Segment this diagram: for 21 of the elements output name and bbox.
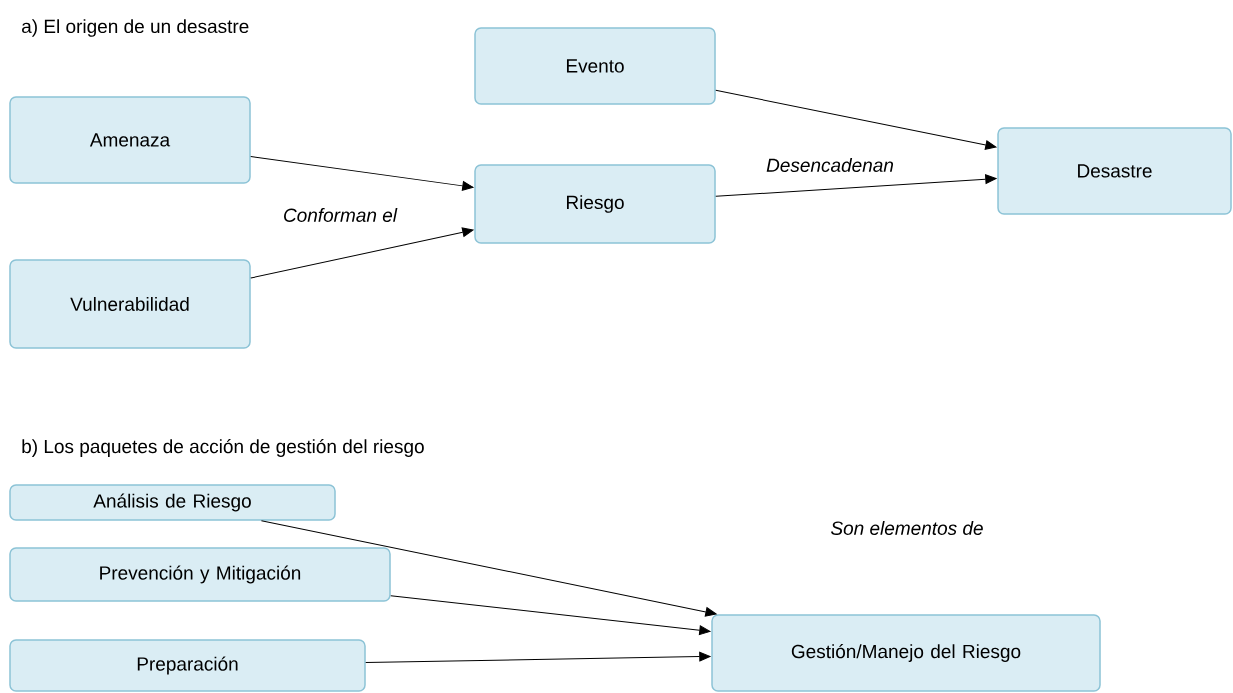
section-heading: b) Los paquetes de acción de gestión del riesgo xyxy=(22,439,424,457)
process-box: Evento xyxy=(474,27,716,105)
arrow xyxy=(250,227,474,279)
section-heading: a) El origen de un desastre xyxy=(22,19,249,37)
annotation-text: Conforman el xyxy=(284,208,398,222)
process-box: Preparación xyxy=(9,639,366,692)
arrow xyxy=(250,156,474,191)
arrow xyxy=(365,651,711,663)
arrow xyxy=(260,520,717,617)
arrow xyxy=(715,174,997,197)
arrow xyxy=(715,89,997,150)
process-box: Vulnerabilidad xyxy=(9,259,251,349)
process-box: Amenaza xyxy=(9,96,251,184)
process-box: Análisis de Riesgo xyxy=(9,484,336,521)
annotation-text: Son elementos de xyxy=(830,521,983,535)
process-box: Gestión/Manejo del Riesgo xyxy=(711,614,1101,692)
process-box: Riesgo xyxy=(474,164,716,244)
process-box: Desastre xyxy=(997,127,1232,215)
annotation-text: Desencadenan xyxy=(766,158,894,172)
arrow xyxy=(390,595,711,636)
process-box: Prevención y Mitigación xyxy=(9,547,391,602)
